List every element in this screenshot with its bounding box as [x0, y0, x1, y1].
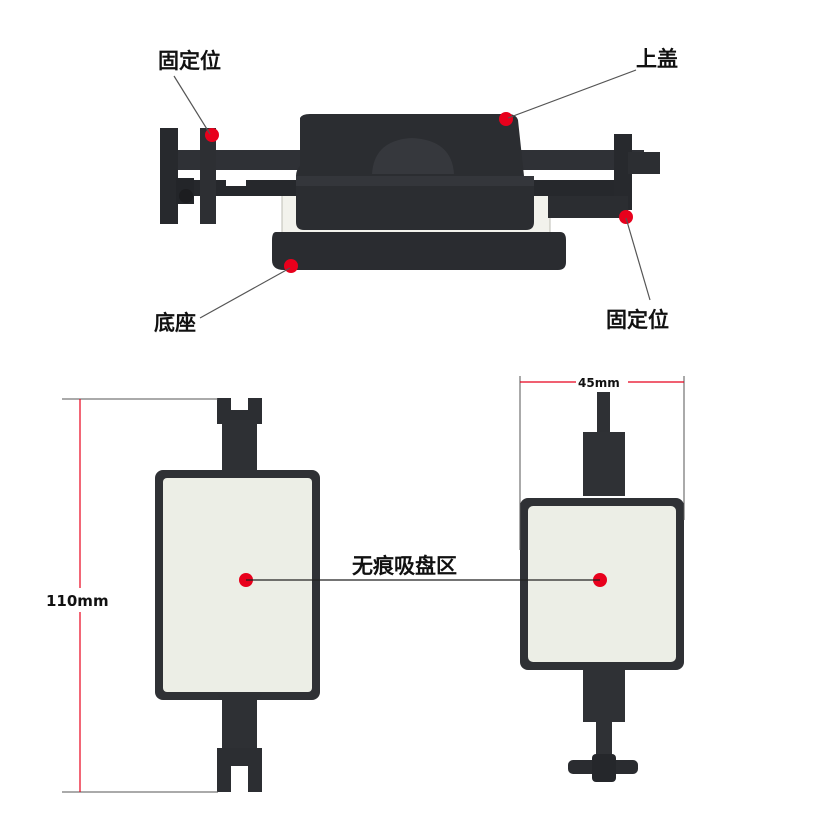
suction-zone-callout: 无痕吸盘区	[246, 554, 600, 581]
leader-fixed-left	[173, 75, 211, 135]
right-block	[628, 152, 660, 174]
width-dim-label: 45mm	[578, 376, 620, 390]
leader-fixed-right	[625, 217, 651, 301]
front-bottom-cap-right	[248, 762, 262, 792]
marker-top-cover	[499, 112, 513, 126]
left-post-outer	[160, 128, 178, 224]
front-view: 110mm	[44, 398, 320, 793]
label-base: 底座	[154, 311, 196, 335]
left-post-inner	[200, 128, 216, 224]
side-top-stem	[583, 432, 625, 496]
side-bottom-hub	[592, 754, 616, 782]
assembled-product: 固定位 上盖 底座 固定位	[154, 47, 678, 335]
top-cover-rim	[296, 176, 534, 186]
right-arm	[548, 196, 628, 218]
marker-fixed-right	[619, 210, 633, 224]
label-top-cover: 上盖	[636, 47, 678, 71]
width-dim-label-bg	[576, 373, 628, 391]
label-fixed-left: 固定位	[158, 49, 221, 73]
marker-base	[284, 259, 298, 273]
left-slot	[226, 180, 246, 186]
suction-zone-label: 无痕吸盘区	[352, 554, 457, 578]
height-dim-label-bg	[44, 588, 116, 612]
side-bottom-stem	[583, 668, 625, 760]
base-plate	[272, 232, 566, 270]
leader-base	[199, 267, 291, 319]
left-knob	[179, 189, 193, 203]
leader-top-cover	[507, 69, 637, 119]
front-bottom-stem	[217, 694, 262, 752]
cover-knob	[372, 138, 454, 174]
front-pad	[163, 478, 312, 692]
front-top-stem	[217, 420, 262, 476]
side-view: 45mm	[519, 373, 685, 782]
height-dim-label: 110mm	[46, 592, 109, 610]
label-fixed-right: 固定位	[606, 308, 669, 332]
front-bottom-cap-left	[217, 762, 231, 792]
right-post-outer	[614, 134, 632, 210]
front-bottom-cap-bar	[217, 748, 262, 766]
side-top-nub	[597, 392, 610, 432]
